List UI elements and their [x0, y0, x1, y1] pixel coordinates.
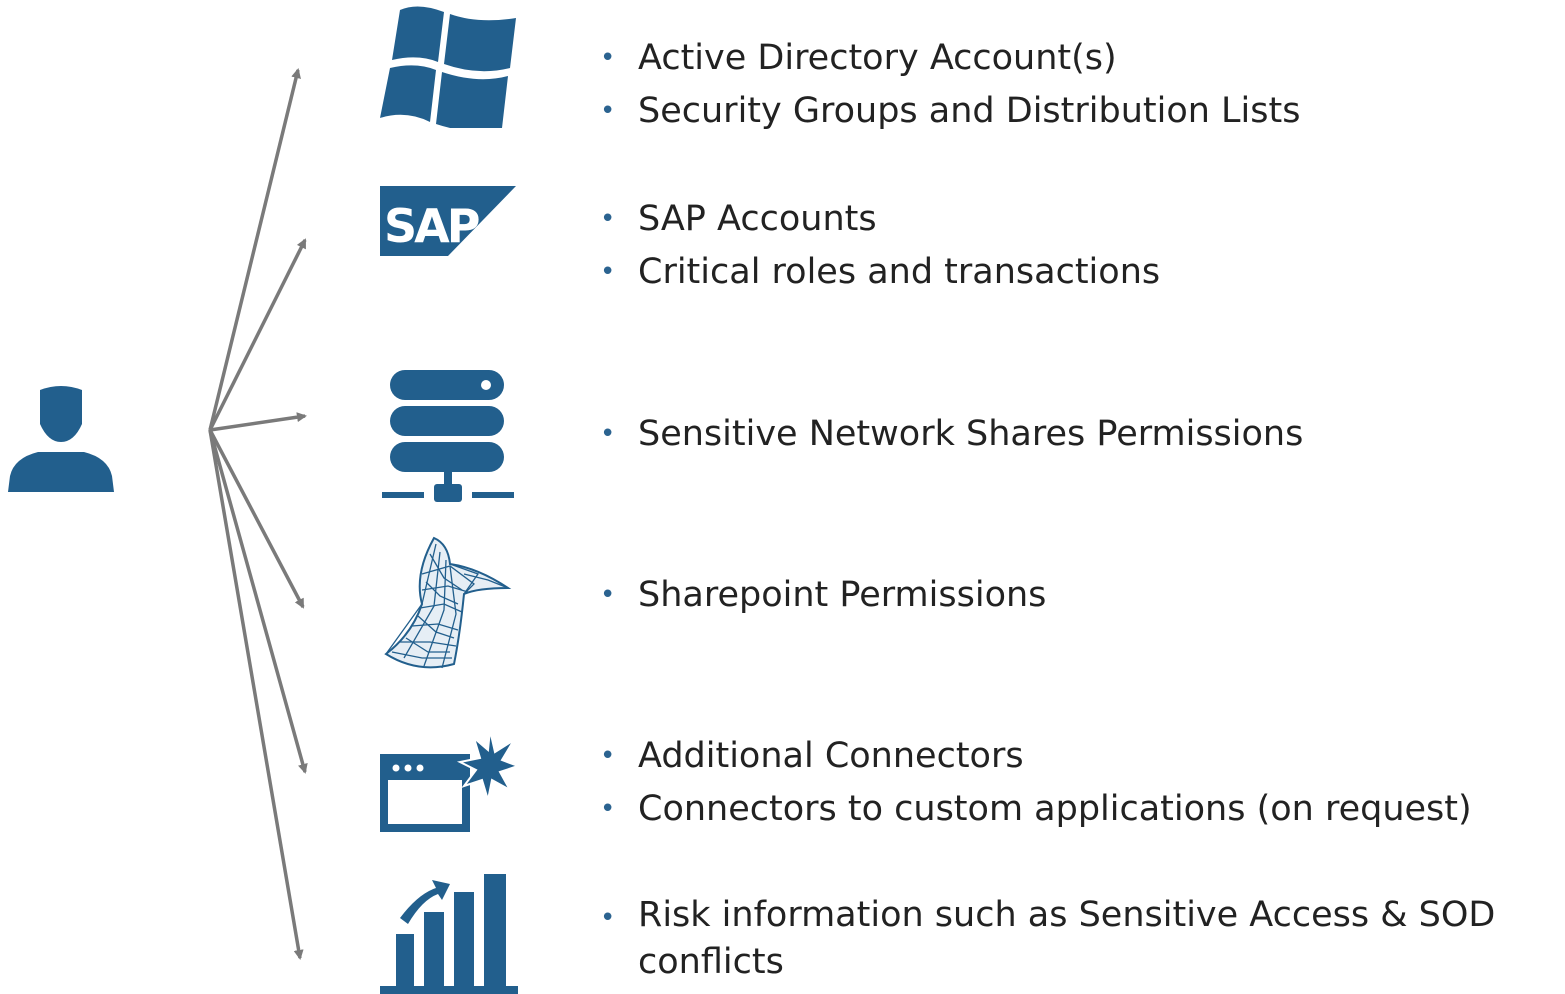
- risk-information-list: •Risk information such as Sensitive Acce…: [600, 892, 1560, 986]
- sap-list: •SAP Accounts •Critical roles and transa…: [600, 193, 1560, 299]
- list-item: •Additional Connectors: [600, 736, 1024, 776]
- connectors-list: •Additional Connectors •Connectors to cu…: [600, 730, 1560, 836]
- list-item: •Connectors to custom applications (on r…: [600, 789, 1472, 829]
- arrow-to-sap: [208, 238, 307, 431]
- sharepoint-list: •Sharepoint Permissions: [600, 569, 1560, 622]
- active-directory-list: •Active Directory Account(s) •Security G…: [600, 32, 1560, 138]
- list-item: •Critical roles and transactions: [600, 252, 1161, 292]
- application-window-icon: [378, 728, 518, 832]
- network-shares-list: •Sensitive Network Shares Permissions: [600, 408, 1560, 461]
- list-item: •Risk information such as Sensitive Acce…: [600, 895, 1496, 982]
- bar-chart-icon: [378, 870, 518, 994]
- sap-logo-text: SAP: [384, 199, 479, 253]
- list-item: •Active Directory Account(s): [600, 38, 1117, 78]
- user-icon: [8, 384, 114, 492]
- arrow-to-connectors: [208, 429, 308, 774]
- sharepoint-logo-icon: [378, 534, 518, 674]
- list-item: •SAP Accounts: [600, 199, 877, 239]
- list-item: •Sharepoint Permissions: [600, 575, 1047, 615]
- windows-logo-icon: [378, 4, 518, 128]
- sap-logo-icon: SAP: [378, 186, 518, 256]
- arrow-to-risk-information: [208, 429, 304, 960]
- arrow-to-network-shares: [209, 412, 307, 432]
- list-item: •Security Groups and Distribution Lists: [600, 91, 1301, 131]
- server-icon: [378, 368, 518, 508]
- list-item: •Sensitive Network Shares Permissions: [600, 414, 1304, 454]
- arrow-to-sharepoint: [208, 429, 305, 609]
- arrow-to-active-directory: [208, 68, 301, 431]
